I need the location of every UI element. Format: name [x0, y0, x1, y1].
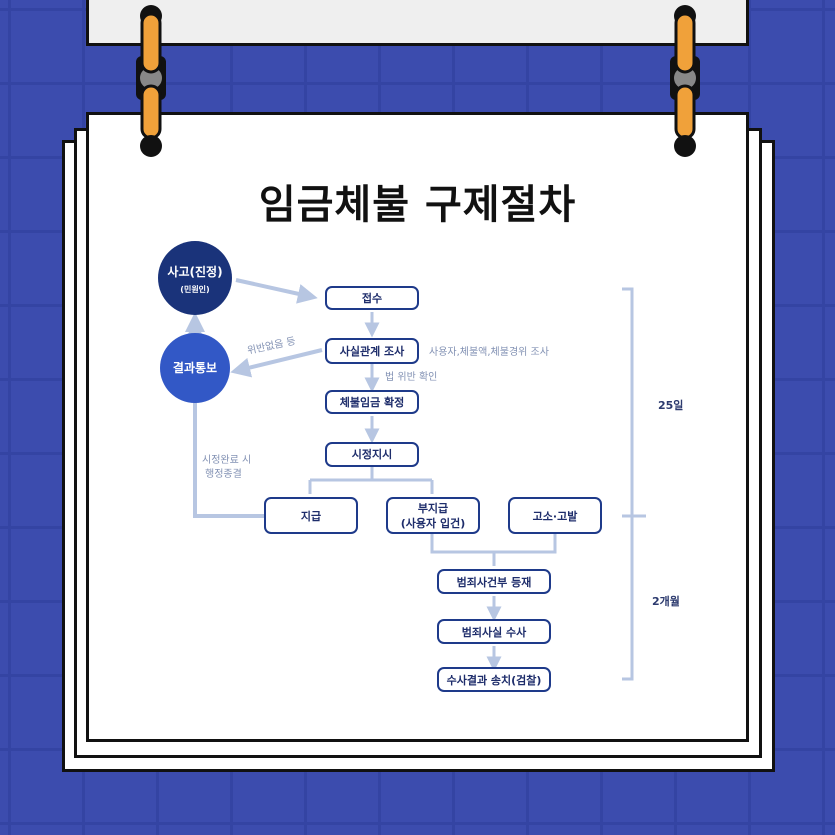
- merge-to-register: [430, 534, 557, 566]
- node-register: [437, 569, 551, 594]
- node-receipt: [325, 286, 419, 310]
- timeline-first-label: 25일: [658, 398, 683, 412]
- page-title: 임금체불 구제절차: [258, 182, 577, 228]
- bracket-25-days: [622, 287, 634, 518]
- node-result: [437, 667, 551, 692]
- node-nonpayment: [386, 497, 480, 534]
- branch-order: [308, 467, 434, 494]
- node-confirm: [325, 390, 419, 414]
- label-correction-line2: 행정종결: [205, 468, 242, 480]
- node-order-label: 시정지시: [352, 447, 392, 461]
- node-payment: [264, 497, 358, 534]
- node-criminal-complaint: [508, 497, 602, 534]
- label-no-violation: 위반없음 등: [246, 334, 297, 357]
- label-investigation-scope: 사용자,체불액,체불경위 조사: [429, 345, 549, 358]
- node-criminal-complaint-label: 고소·고발: [533, 509, 578, 523]
- node-investigation-label: 사실관계 조사: [340, 344, 405, 358]
- arrow-complaint-to-receipt: [235, 278, 318, 304]
- label-law-check: 법 위반 확인: [385, 370, 437, 383]
- circle-complaint-line2: (민원인): [180, 284, 209, 294]
- node-receipt-label: 접수: [362, 292, 382, 305]
- node-investigation: [325, 338, 419, 364]
- node-payment-label: 지급: [301, 509, 321, 523]
- node-criminal-investigation-label: 범죄사실 수사: [462, 625, 527, 639]
- node-confirm-label: 체불임금 확정: [340, 395, 405, 409]
- node-register-label: 범죄사건부 등재: [457, 575, 532, 589]
- node-nonpayment-label-line2: (사용자 입건): [401, 516, 465, 530]
- circle-complaint-line1: 사고(진정): [167, 264, 222, 279]
- node-order: [325, 442, 419, 467]
- top-sheet: [86, 0, 749, 46]
- node-result-label: 수사결과 송치(검찰): [447, 673, 542, 687]
- node-nonpayment-label-line1: 부지급: [418, 501, 448, 515]
- circle-result-label: 결과통보: [173, 360, 217, 375]
- binder-ring-left-icon: [136, 5, 166, 157]
- binder-ring-right-icon: [670, 5, 700, 157]
- node-criminal-investigation: [437, 619, 551, 644]
- bracket-2-months: [622, 516, 634, 681]
- timeline-second-label: 2개월: [652, 594, 680, 608]
- connectors: [185, 278, 557, 672]
- label-correction-line1: 시정완료 시: [202, 454, 251, 466]
- timeline-bracket: [622, 287, 646, 681]
- arrow-investigation-to-result: [230, 348, 323, 378]
- circle-result: 결과통보: [160, 333, 230, 403]
- circle-complaint: 사고(진정) (민원인): [158, 241, 232, 315]
